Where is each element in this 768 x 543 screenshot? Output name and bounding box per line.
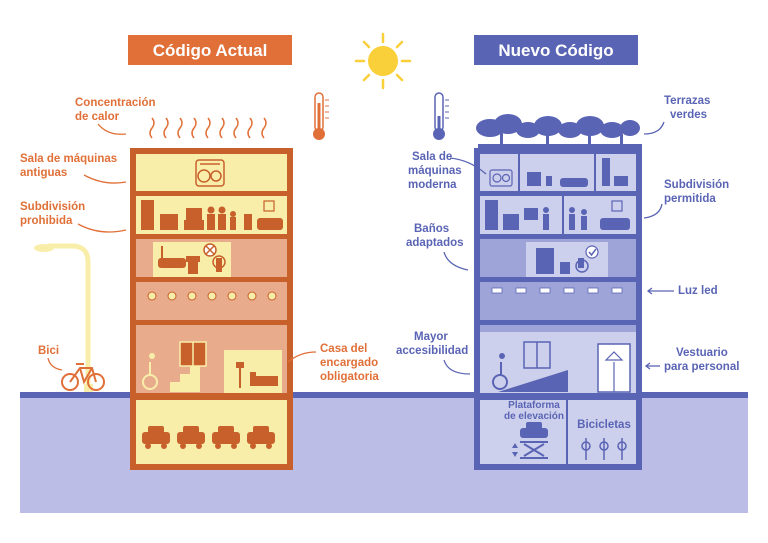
- label-rsubdivision-line2: permitida: [664, 193, 716, 205]
- apartment-people-icon: [141, 200, 283, 230]
- label-platform-line2: de elevación: [504, 411, 564, 422]
- label-locker-line2: para personal: [664, 361, 739, 373]
- label-rmachines-line3: moderna: [408, 179, 457, 191]
- left-floor-lights: [136, 282, 287, 320]
- subdivided-apartment-icons: [485, 200, 630, 230]
- label-house-line1: Casa del: [320, 343, 367, 355]
- not-allowed-icon: [203, 243, 217, 257]
- green-roof-trees-icon: [476, 114, 642, 150]
- bulb-icons: [147, 291, 277, 301]
- label-house-line2: encargado: [320, 357, 378, 369]
- label-baths-line2: adaptados: [406, 237, 464, 249]
- label-terraces-line2: verdes: [670, 109, 707, 121]
- ground-line: [20, 392, 748, 398]
- label-house-line3: obligatoria: [320, 371, 379, 383]
- label-platform-line1: Plataforma: [508, 400, 560, 411]
- label-bike: Bici: [38, 345, 59, 357]
- right-building: [474, 148, 642, 470]
- label-machines-line1: Sala de máquinas: [20, 153, 117, 165]
- caretaker-house-icon: [236, 362, 278, 388]
- living-room-icon: [527, 158, 628, 187]
- streetlight-icon: [34, 243, 93, 392]
- label-machines-line2: antiguas: [20, 167, 67, 179]
- left-title: Código Actual: [153, 41, 268, 60]
- label-heat-line2: de calor: [75, 111, 120, 123]
- ramp-and-wheelchair-icon: [492, 341, 568, 392]
- cool-thermometer-icon: [433, 92, 449, 140]
- hot-thermometer-icon: [313, 92, 329, 140]
- label-rsubdivision-line1: Subdivisión: [664, 179, 729, 191]
- arrow-house: [287, 351, 317, 363]
- label-terraces-line1: Terrazas: [664, 95, 710, 107]
- lift-platform-icon: [512, 422, 548, 459]
- locker-room-icon: [597, 343, 631, 393]
- label-subdivision-line2: prohibida: [20, 215, 73, 227]
- bicycle-icon: [61, 363, 105, 391]
- label-baths-line1: Baños: [414, 223, 449, 235]
- arrow-rmachines: [449, 157, 487, 175]
- arrow-rsubdivision: [643, 203, 663, 219]
- label-rmachines-line1: Sala de: [412, 151, 452, 163]
- right-title-box: [474, 35, 638, 65]
- old-bath-icon: [158, 246, 226, 274]
- label-subdivision-line1: Subdivisión: [20, 201, 85, 213]
- label-locker-line1: Vestuario: [676, 347, 728, 359]
- arrow-terraces: [643, 121, 665, 135]
- arrow-subdivision: [77, 223, 127, 233]
- arrow-access: [443, 359, 471, 375]
- label-led: Luz led: [678, 285, 718, 297]
- check-icon: [585, 245, 599, 259]
- right-basement: [480, 400, 636, 464]
- car-icons: [142, 426, 275, 449]
- right-title: Nuevo Código: [498, 41, 613, 60]
- bicycle-rack-icons: [581, 438, 627, 460]
- adapted-bath-icon: [536, 248, 589, 274]
- left-building: [130, 148, 293, 470]
- label-access-line2: accesibilidad: [396, 345, 468, 357]
- fridge-icon: [141, 200, 154, 230]
- arrow-baths: [443, 251, 469, 271]
- stairs-and-wheelchair-icon: [142, 341, 207, 392]
- arrow-heat: [97, 123, 127, 135]
- left-title-box: [128, 35, 292, 65]
- arrow-bike: [47, 357, 63, 371]
- heat-waves-icon: [149, 117, 267, 139]
- led-light-icons: [491, 287, 623, 294]
- right-floor-led: [480, 282, 636, 320]
- label-access-line1: Mayor: [414, 331, 448, 343]
- arrow-machines: [83, 174, 127, 184]
- label-rmachines-line2: máquinas: [408, 165, 462, 177]
- label-bicycles: Bicicletas: [577, 419, 631, 431]
- modern-machine-icon: [489, 169, 513, 187]
- label-heat-line1: Concentración: [75, 97, 156, 109]
- old-machine-icon: [195, 159, 225, 187]
- sun-icon: [354, 32, 412, 90]
